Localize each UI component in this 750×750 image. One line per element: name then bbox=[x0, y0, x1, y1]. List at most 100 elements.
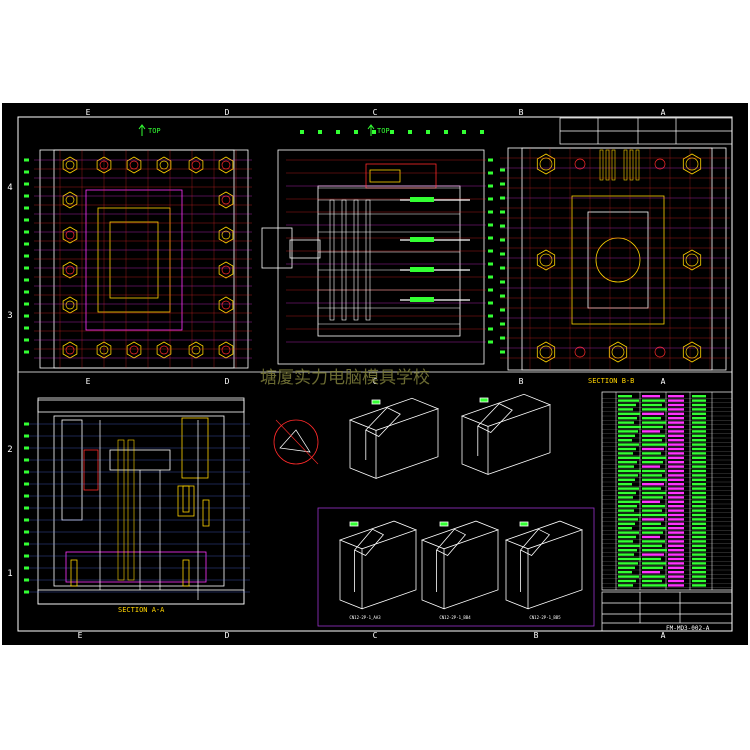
leader-tag bbox=[500, 182, 505, 186]
leader-tag bbox=[24, 170, 29, 174]
bom-cell bbox=[642, 496, 663, 499]
iso-face bbox=[443, 529, 499, 610]
bom-cell bbox=[618, 544, 640, 547]
balloon-tag bbox=[354, 130, 358, 134]
bolt-hole bbox=[129, 345, 139, 355]
iso-pocket bbox=[519, 528, 551, 556]
bom-cell bbox=[618, 579, 636, 583]
bom-cell bbox=[618, 505, 637, 508]
iso-pocket bbox=[435, 528, 467, 556]
bom-cell bbox=[618, 408, 633, 411]
bom-cell bbox=[668, 562, 684, 565]
bom-frame bbox=[601, 391, 733, 591]
bom-cell bbox=[642, 483, 664, 486]
column-letter: E bbox=[86, 108, 91, 117]
bolt-head bbox=[62, 226, 78, 244]
bom-cell bbox=[668, 443, 684, 446]
bom-cell bbox=[642, 408, 667, 411]
bom-cell bbox=[692, 549, 706, 552]
bom-cell bbox=[642, 461, 663, 464]
ejector-pins bbox=[300, 130, 484, 321]
bom-cell bbox=[642, 439, 662, 442]
leader-tag bbox=[24, 194, 29, 198]
bolt-hole bbox=[685, 253, 699, 267]
bom-cell bbox=[668, 513, 684, 517]
column-letter: C bbox=[373, 631, 378, 640]
leader-tag bbox=[24, 506, 29, 510]
screw bbox=[70, 559, 78, 587]
leader-tag bbox=[24, 158, 29, 162]
top-label: TOP bbox=[377, 127, 390, 135]
leader-tag bbox=[24, 230, 29, 234]
bolt-hole bbox=[65, 230, 75, 240]
balloon-tag bbox=[408, 130, 412, 134]
bom-cell bbox=[668, 417, 684, 420]
bolt-head bbox=[218, 156, 234, 174]
leader-tag bbox=[24, 206, 29, 210]
ejector-pin bbox=[117, 439, 125, 581]
bom-cell bbox=[618, 566, 635, 569]
iso-pocket bbox=[353, 528, 385, 556]
bolt-hole bbox=[65, 345, 75, 355]
column-letter: B bbox=[519, 377, 524, 386]
bom-cell bbox=[618, 439, 632, 442]
bom-cell bbox=[692, 491, 706, 495]
leader-tag bbox=[500, 196, 505, 200]
bom-cell bbox=[668, 425, 684, 429]
ejector-pin bbox=[329, 199, 335, 321]
bom-cell bbox=[642, 430, 660, 433]
ejector-pin bbox=[353, 199, 359, 321]
bom-cell bbox=[692, 425, 706, 429]
bom-cell bbox=[642, 584, 667, 587]
bom-cell bbox=[692, 461, 706, 464]
leader-tag bbox=[24, 446, 29, 450]
bom-cell bbox=[642, 395, 660, 398]
bom-cell bbox=[668, 469, 684, 473]
iso-face bbox=[527, 529, 583, 610]
bom-cell bbox=[642, 505, 665, 508]
hatch-lines bbox=[500, 148, 730, 370]
isometric-parts bbox=[338, 393, 584, 610]
bom-cell bbox=[618, 395, 632, 398]
bom-cell bbox=[692, 505, 706, 508]
bom-cell bbox=[618, 421, 634, 424]
section-bb-label: SECTION B-B bbox=[588, 377, 634, 385]
leader-tag bbox=[500, 252, 505, 256]
leader-tag bbox=[488, 236, 493, 240]
bom-cell bbox=[642, 500, 660, 503]
balloon-tag bbox=[372, 130, 376, 134]
iso-face bbox=[339, 540, 363, 610]
screw bbox=[182, 485, 190, 513]
pin-hole bbox=[654, 158, 666, 170]
bom-cell bbox=[668, 403, 684, 407]
row-number: 1 bbox=[7, 569, 12, 579]
bom-cell bbox=[692, 474, 706, 477]
bom-cell bbox=[668, 575, 684, 578]
callout-tag bbox=[439, 521, 449, 527]
leader-tag bbox=[500, 350, 505, 354]
leader-tag bbox=[488, 275, 493, 279]
bom-cell bbox=[692, 403, 706, 407]
bom-cell bbox=[692, 421, 706, 424]
bom-cell bbox=[618, 447, 636, 451]
leader-tag bbox=[500, 238, 505, 242]
bom-cell bbox=[642, 571, 660, 574]
balloon-tag bbox=[462, 130, 466, 134]
bolt-head bbox=[188, 156, 204, 174]
balloon-tag bbox=[444, 130, 448, 134]
bolt-head bbox=[62, 156, 78, 174]
leader-tag bbox=[24, 278, 29, 282]
leader-tag bbox=[500, 266, 505, 270]
bolt-hole bbox=[221, 265, 231, 275]
column-letters-mid: E D C B A bbox=[86, 377, 666, 386]
bolt-head bbox=[62, 261, 78, 279]
bom-cell bbox=[618, 487, 639, 490]
bom-cell bbox=[692, 447, 706, 451]
bom-cell bbox=[642, 513, 667, 517]
iso-face bbox=[505, 540, 529, 610]
bom-cell bbox=[642, 544, 662, 547]
iso-part-a bbox=[348, 397, 440, 479]
leader-tag bbox=[500, 336, 505, 340]
leader-tag bbox=[24, 314, 29, 318]
bolt-head bbox=[126, 156, 142, 174]
